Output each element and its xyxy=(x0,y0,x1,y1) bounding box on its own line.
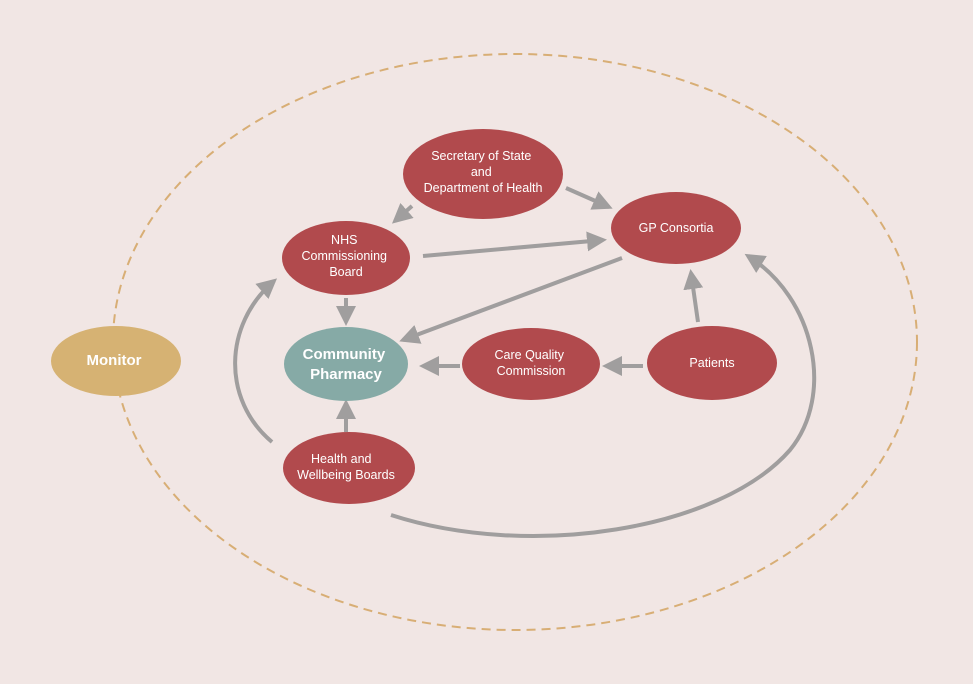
node-secretary-of-state[interactable]: Secretary of State and Department of Hea… xyxy=(403,129,563,219)
node-community-label: Community Pharmacy xyxy=(303,346,390,383)
node-nhs-line-1: NHS xyxy=(331,233,357,247)
node-cqc-line-2: Commission xyxy=(497,364,566,378)
node-hwb-line-2: Wellbeing Boards xyxy=(297,468,395,482)
node-community-shape xyxy=(284,327,408,401)
node-secretary-label: Secretary of State and Department of Hea… xyxy=(424,149,543,195)
arrow-hwb-to-nhs xyxy=(233,278,278,444)
node-hwb-label: Health and Wellbeing Boards xyxy=(297,452,395,482)
node-community-line-1: Community xyxy=(303,346,386,363)
node-patients-line-1: Patients xyxy=(689,356,734,370)
node-nhs-shape xyxy=(282,221,410,295)
node-secretary-line-3: Department of Health xyxy=(424,181,543,195)
node-cqc-line-1: Care Quality xyxy=(495,348,565,362)
node-monitor[interactable]: Monitor xyxy=(51,326,181,396)
node-community-pharmacy[interactable]: Community Pharmacy xyxy=(284,327,408,401)
node-patients-shape xyxy=(647,326,777,400)
node-gp-label: GP Consortia xyxy=(639,221,714,235)
node-secretary-shape xyxy=(403,129,563,219)
node-patients-label: Patients xyxy=(689,356,734,370)
arrow-nhs-to-gp xyxy=(422,231,607,258)
node-hwb-shape xyxy=(283,432,415,504)
node-gp-line-1: GP Consortia xyxy=(639,221,714,235)
node-nhs-line-2: Commissioning xyxy=(302,249,387,263)
node-nhs-label: NHS Commissioning Board xyxy=(302,233,391,279)
arrow-hwb-to-gp xyxy=(390,253,817,538)
node-hwb-line-1: Health and xyxy=(311,452,372,466)
node-gp-consortia[interactable]: GP Consortia xyxy=(611,192,741,264)
node-community-line-2: Pharmacy xyxy=(310,366,382,383)
node-health-wellbeing-boards[interactable]: Health and Wellbeing Boards xyxy=(283,432,415,504)
node-secretary-line-1: Secretary of State xyxy=(431,149,531,163)
node-cqc-label: Care Quality Commission xyxy=(495,348,568,378)
node-secretary-line-2: and xyxy=(471,165,492,179)
node-monitor-shape xyxy=(51,326,181,396)
node-monitor-line-1: Monitor xyxy=(87,352,142,369)
node-nhs-commissioning-board[interactable]: NHS Commissioning Board xyxy=(282,221,410,295)
arrows xyxy=(233,186,817,538)
arrow-patients-to-gp xyxy=(683,269,704,323)
node-patients[interactable]: Patients xyxy=(647,326,777,400)
node-cqc-shape xyxy=(462,328,600,400)
node-gp-shape xyxy=(611,192,741,264)
arrow-secretary-to-gp xyxy=(565,186,613,210)
arrow-secretary-to-nhs xyxy=(392,202,414,224)
node-nhs-line-3: Board xyxy=(329,265,362,279)
monitor-boundary-ring xyxy=(112,53,918,631)
node-care-quality-commission[interactable]: Care Quality Commission xyxy=(462,328,600,400)
node-monitor-label: Monitor xyxy=(87,352,142,369)
arrow-gp-to-community xyxy=(399,256,623,344)
